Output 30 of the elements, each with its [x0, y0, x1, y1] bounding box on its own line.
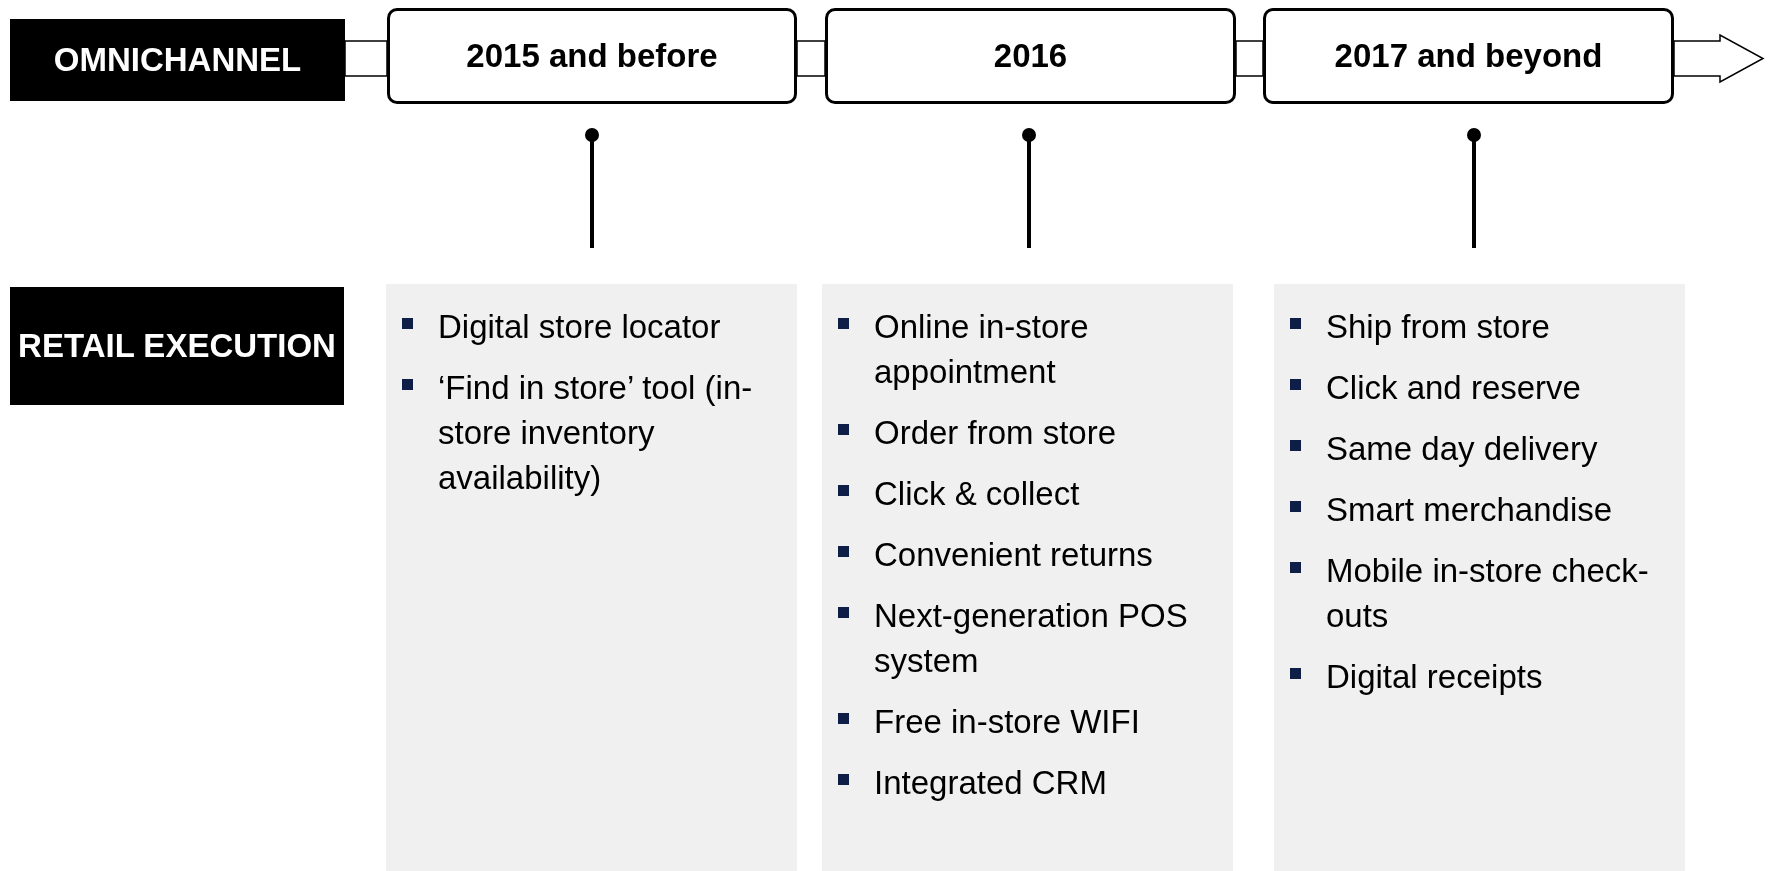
section-label: RETAIL EXECUTION [10, 287, 344, 405]
bullet-item: Integrated CRM [838, 760, 1213, 805]
year-box: 2016 [825, 8, 1236, 104]
bullet-item: Click & collect [838, 471, 1213, 516]
content-panel [386, 284, 797, 871]
bullet-item: Ship from store [1290, 304, 1665, 349]
bullet-item: Next-generation POS system [838, 593, 1213, 683]
bullet-item: Mobile in-store check-outs [1290, 548, 1665, 638]
timeline-band [796, 40, 826, 77]
content-panel [822, 284, 1233, 871]
bullet-item: Online in-store appointment [838, 304, 1213, 394]
timeline-band [344, 40, 388, 77]
year-box: 2015 and before [387, 8, 797, 104]
pin-connector [585, 128, 599, 248]
bullet-item: Smart merchandise [1290, 487, 1665, 532]
pin-connector [1467, 128, 1481, 248]
content-panel [1274, 284, 1685, 871]
bullet-item: Digital receipts [1290, 654, 1665, 699]
bullet-item: Free in-store WIFI [838, 699, 1213, 744]
bullet-item: ‘Find in store’ tool (in-store inventory availability) [402, 365, 777, 500]
bullet-item: Click and reserve [1290, 365, 1665, 410]
timeline-arrow [1673, 33, 1765, 84]
bullet-item: Same day delivery [1290, 426, 1665, 471]
bullet-item: Digital store locator [402, 304, 777, 349]
year-box: 2017 and beyond [1263, 8, 1674, 104]
bullet-item: Convenient returns [838, 532, 1213, 577]
bullet-item: Order from store [838, 410, 1213, 455]
pin-connector [1022, 128, 1036, 248]
timeline-band [1235, 40, 1264, 77]
section-label: OMNICHANNEL [10, 19, 345, 101]
